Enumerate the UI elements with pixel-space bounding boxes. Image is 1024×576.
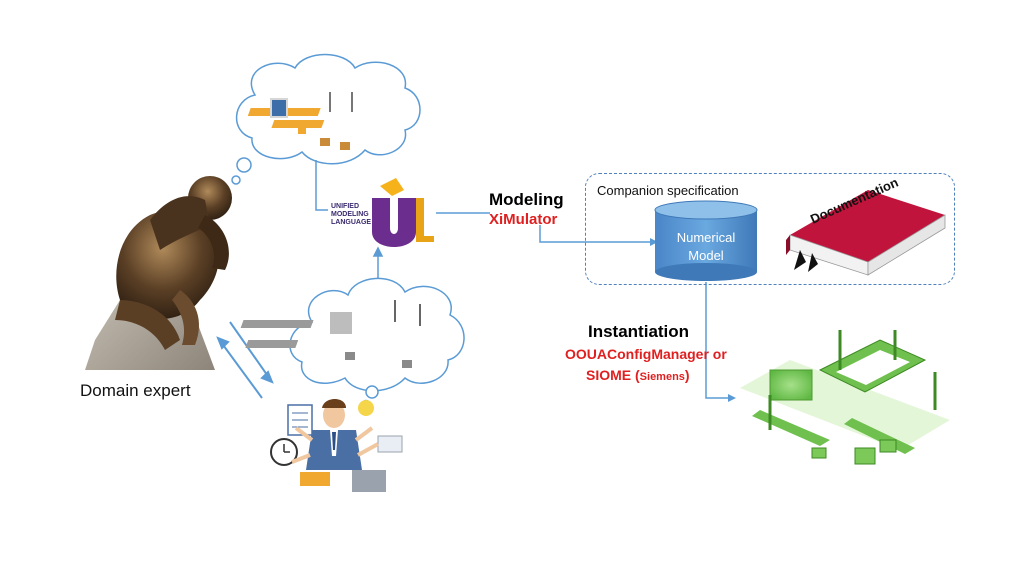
documentation-book-icon [786,190,946,276]
multitasking-modeler-icon [270,399,403,492]
arrowhead-factory [728,394,736,402]
model-to-factory-connector [705,282,728,399]
siome-text: SIOME ( [586,367,640,383]
thinker-statue-icon [85,176,232,370]
green-factory-icon [740,330,950,465]
uml-logo-icon [372,178,434,247]
siome-close-text: ) [684,367,690,383]
uml-line2: MODELING [331,211,369,218]
cloud-to-uml-connector [315,160,328,211]
uml-line3: LANGUAGE [331,219,372,226]
numerical-model-label-line1: Numerical [676,230,736,245]
thought-cloud-top-icon [231,53,421,185]
numerical-model-label-line2: Model [688,248,724,263]
modeling-label: Modeling [489,190,564,209]
uml-to-model-connector [436,212,650,243]
domain-expert-label: Domain expert [80,381,191,400]
exchange-arrows-icon [216,321,274,399]
companion-spec-label: Companion specification [597,183,739,198]
numerical-model-cylinder-icon [654,200,758,281]
ximulator-label: XiMulator [489,211,558,228]
siemens-text: Siemens [639,371,685,383]
siome-label: SIOME (Siemens) [586,367,690,383]
uml-logo-text: UNIFIED MODELING LANGUAGE [331,203,371,227]
config-manager-label: OOUAConfigManager or [565,346,727,362]
thought-cloud-bottom-icon [240,277,465,409]
uml-line1: UNIFIED [331,203,359,210]
companion-specification-box [585,173,955,285]
arrowhead-model [650,238,658,246]
instantiation-label: Instantiation [588,322,690,341]
